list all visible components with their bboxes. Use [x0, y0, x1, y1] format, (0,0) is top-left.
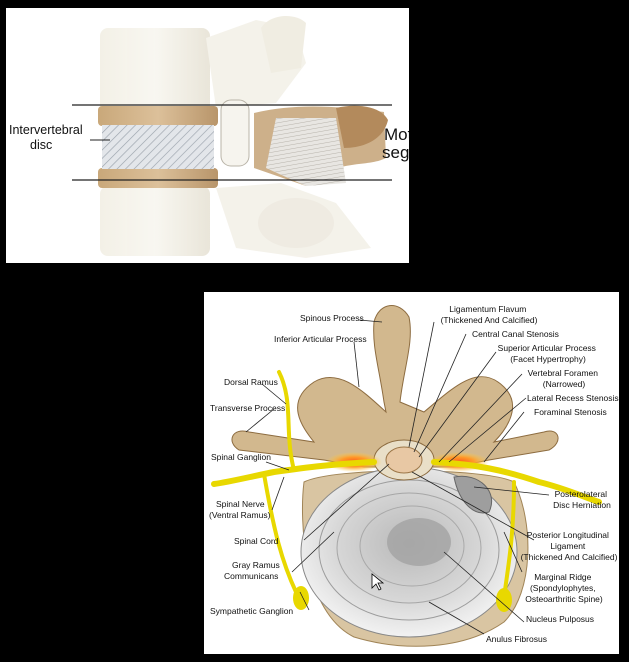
intervertebral-disc: [300, 466, 518, 638]
label-spinal-ganglion: Spinal Ganglion: [211, 452, 271, 462]
sympathetic-ganglion-left: [293, 586, 309, 610]
axial-vertebra-illustration: Spinous Process Inferior Articular Proce…: [209, 304, 619, 647]
label-central-canal-stenosis: Central Canal Stenosis: [472, 329, 559, 339]
left-labels: Spinous Process Inferior Articular Proce…: [209, 313, 367, 616]
label-foraminal-stenosis: Foraminal Stenosis: [534, 407, 607, 417]
leader-lines: [245, 319, 550, 635]
label-gray-ramus: Gray Ramus Communicans: [224, 560, 282, 581]
label-vertebral-foramen: Vertebral Foramen (Narrowed): [528, 368, 601, 389]
sympathetic-ganglion-right: [496, 588, 512, 612]
label-anulus-fibrosus: Anulus Fibrosus: [486, 634, 547, 644]
axial-vertebra-panel: Spinous Process Inferior Articular Proce…: [204, 292, 619, 654]
label-ligamentum-flavum: Ligamentum Flavum (Thickened And Calcifi…: [441, 304, 538, 325]
label-posterolateral-disc-herniation: Posterolateral Disc Herniation: [553, 489, 611, 510]
disc-herniation-shape: [453, 475, 492, 514]
label-marginal-ridge: Marginal Ridge (Spondylophytes, Osteoart…: [525, 572, 603, 604]
upper-vertebra: [100, 16, 306, 113]
label-superior-articular-process: Superior Articular Process (Facet Hypert…: [498, 343, 599, 364]
label-sympathetic-ganglion: Sympathetic Ganglion: [210, 606, 293, 616]
mouse-cursor-icon: [371, 573, 385, 591]
label-spinal-cord: Spinal Cord: [234, 536, 279, 546]
lower-vertebra: [100, 183, 371, 258]
label-dorsal-ramus: Dorsal Ramus: [224, 377, 278, 387]
label-spinous-process: Spinous Process: [300, 313, 364, 323]
label-inferior-articular-process: Inferior Articular Process: [274, 334, 367, 344]
label-transverse-process: Transverse Process: [210, 403, 285, 413]
label-lateral-recess-stenosis: Lateral Recess Stenosis: [527, 393, 619, 403]
label-spinal-nerve: Spinal Nerve (Ventral Ramus): [209, 499, 271, 520]
motion-segment-panel: Intervertebral disc Motion segment: [6, 8, 409, 263]
label-posterior-longitudinal-ligament: Posterior Longitudinal Ligament (Thicken…: [521, 530, 618, 562]
spinal-cord-shape: [385, 446, 423, 474]
spinal-canal: [373, 439, 435, 481]
spinal-nerves: [211, 370, 602, 599]
right-labels: Ligamentum Flavum (Thickened And Calcifi…: [441, 304, 619, 644]
intervertebral-disc-label: Intervertebral disc: [9, 123, 86, 152]
motion-segment-band: [98, 99, 388, 188]
intervertebral-disc-shape: [102, 125, 214, 169]
motion-segment-illustration: Intervertebral disc Motion segment: [9, 16, 409, 258]
nucleus-pulposus-shape: [387, 518, 451, 566]
motion-segment-label: Motion segment: [382, 125, 409, 162]
label-nucleus-pulposus: Nucleus Pulposus: [526, 614, 594, 624]
